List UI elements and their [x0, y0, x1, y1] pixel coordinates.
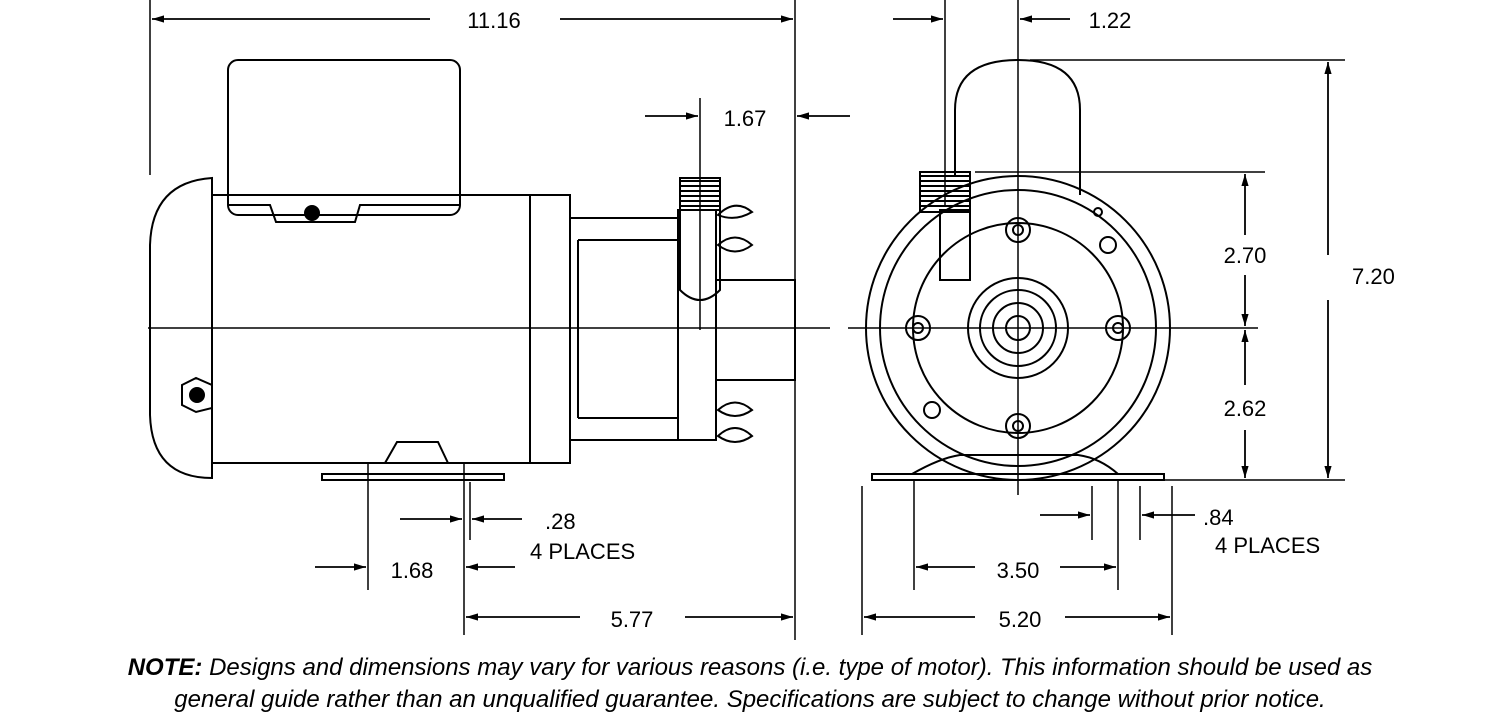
- wing-nut-top: [716, 204, 754, 219]
- junction-screw: [304, 205, 320, 221]
- motor-flange: [529, 194, 571, 464]
- dim-slot-width-front: .84: [1203, 505, 1234, 530]
- junction-box: [227, 59, 461, 216]
- dimension-arrows: [152, 15, 1332, 621]
- dim-upper-height: 2.70: [1224, 243, 1267, 268]
- dim-overall-length: 11.16: [467, 8, 520, 33]
- base-plate-side: [321, 473, 505, 481]
- dim-slot-places-side: 4 PLACES: [530, 539, 635, 564]
- note-label: NOTE:: [127, 654, 203, 681]
- dim-side-offset: 1.67: [724, 106, 767, 131]
- dim-slot-places-front: 4 PLACES: [1215, 533, 1320, 558]
- extension-lines: [149, 0, 1345, 640]
- dimension-drawing: 11.16 1.67 1.22 7.20 2.70 2.62 .28 4 PLA…: [148, 0, 1395, 640]
- note-text-1: Designs and dimensions may vary for vari…: [209, 654, 1373, 681]
- motor-foot: [384, 441, 449, 464]
- dim-base-to-front: 5.77: [611, 607, 654, 632]
- dim-foot-spacing: 3.50: [997, 558, 1040, 583]
- side-view: [149, 59, 796, 481]
- dim-overall-height: 7.20: [1352, 264, 1395, 289]
- ground-screw: [189, 387, 205, 403]
- motor-end-cap: [149, 176, 213, 480]
- dim-base-width: 5.20: [999, 607, 1042, 632]
- dim-outlet-offset: 1.22: [1089, 8, 1132, 33]
- dim-foot-depth: 1.68: [391, 558, 434, 583]
- pump-head: [677, 209, 717, 441]
- motor-body: [211, 194, 531, 464]
- front-foot: [911, 454, 1119, 475]
- pump-adapter: [569, 217, 679, 441]
- center-lines: [148, 0, 1258, 495]
- disclaimer-note: NOTE: Designs and dimensions may vary fo…: [0, 652, 1500, 716]
- note-line-1: NOTE: Designs and dimensions may vary fo…: [0, 652, 1500, 684]
- dim-slot-width-side: .28: [545, 509, 576, 534]
- note-line-2: general guide rather than an unqualified…: [0, 684, 1500, 716]
- note-text-2: general guide rather than an unqualified…: [174, 686, 1326, 713]
- wing-nut-bottom: [716, 401, 754, 417]
- dim-lower-height: 2.62: [1224, 396, 1267, 421]
